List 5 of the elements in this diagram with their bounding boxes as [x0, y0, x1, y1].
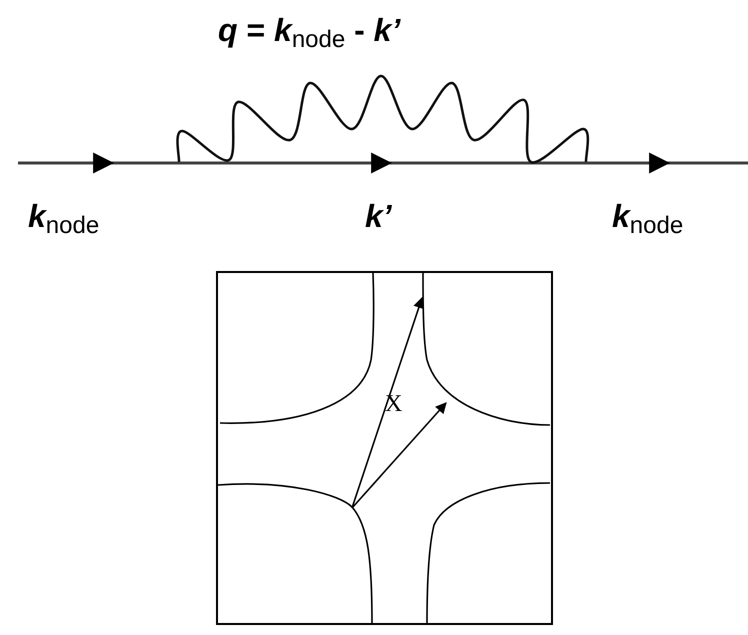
- momentum-label: k$_{node}$: [612, 200, 684, 238]
- formula-label: q = k$_{node}$ - k’: [218, 14, 400, 52]
- momentum-label: k’: [365, 200, 392, 232]
- point-label: X: [385, 392, 402, 416]
- momentum-label: k$_{node}$: [28, 200, 100, 238]
